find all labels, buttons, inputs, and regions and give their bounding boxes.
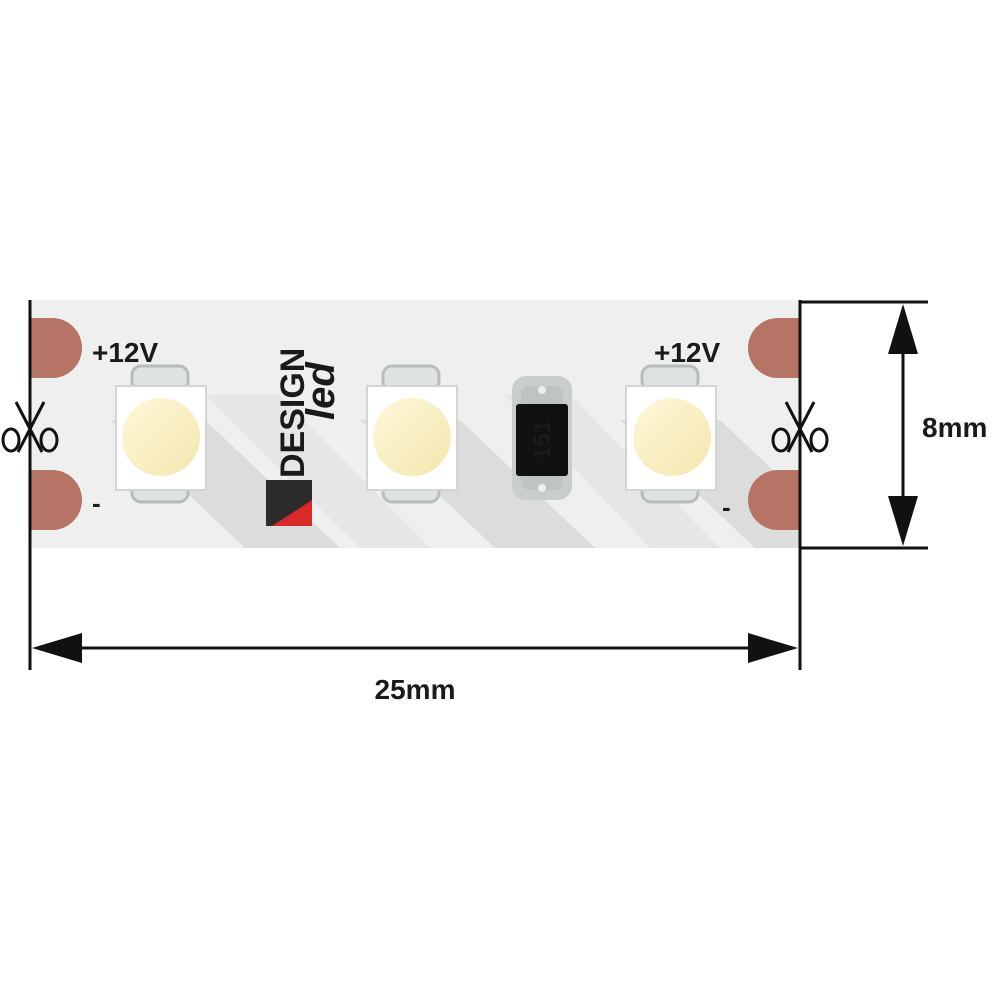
pad-left-bottom	[30, 470, 82, 530]
length-dimension	[32, 633, 798, 663]
design-led-logo: DESIGN led	[266, 348, 343, 526]
minus-label-right: -	[722, 492, 731, 522]
minus-label-left: -	[92, 488, 101, 518]
voltage-label-left: +12V	[92, 337, 158, 368]
scissors-icon	[1, 401, 59, 453]
strip-edge-lines	[28, 300, 802, 670]
width-dimension-label: 8mm	[922, 412, 987, 443]
led-chip-2	[366, 364, 458, 504]
length-dimension-label: 25mm	[375, 674, 456, 705]
width-dimension	[800, 300, 928, 550]
logo-text-main: DESIGN	[274, 348, 312, 478]
logo-text-sub: led	[299, 361, 343, 420]
resistor-code: 151	[529, 420, 556, 460]
voltage-label-right: +12V	[654, 337, 720, 368]
led-chip-3	[625, 364, 717, 504]
pad-right-bottom	[748, 470, 800, 530]
scissors-icon	[771, 401, 829, 453]
pad-right-top	[748, 318, 800, 378]
pad-left-top	[30, 318, 82, 378]
led-chip-1	[115, 364, 207, 504]
resistor: 151	[512, 376, 572, 500]
